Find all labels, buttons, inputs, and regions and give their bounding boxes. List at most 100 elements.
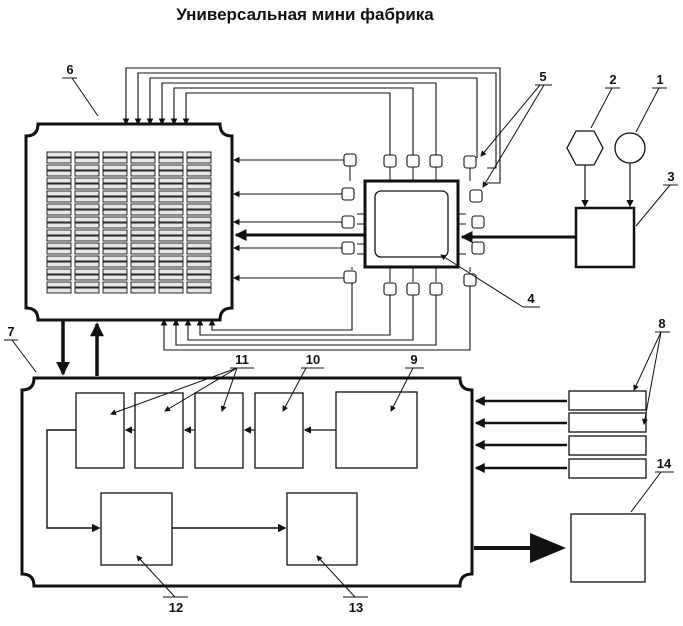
storage-cell [102, 222, 128, 229]
storage-cell [102, 229, 128, 236]
small-module [341, 215, 355, 229]
input-blocks-8 [474, 390, 647, 479]
storage-cell [158, 248, 184, 255]
storage-cell [102, 157, 128, 164]
storage-cell [74, 242, 100, 249]
storage-cell [130, 268, 156, 275]
storage-cell [46, 274, 72, 281]
process-block-9 [335, 391, 418, 469]
storage-cell [158, 268, 184, 275]
bottom-feedback-bus [160, 280, 471, 351]
process-block-13 [286, 492, 358, 566]
storage-cell [130, 190, 156, 197]
storage-cell [74, 157, 100, 164]
small-module [341, 187, 355, 201]
small-module [471, 241, 485, 255]
storage-cell [46, 177, 72, 184]
storage-cell [102, 177, 128, 184]
output-block-14 [570, 513, 646, 583]
storage-cell [186, 196, 212, 203]
small-module [471, 215, 485, 229]
small-module [406, 282, 420, 296]
storage-cell [74, 248, 100, 255]
central-unit-contacts [357, 213, 466, 255]
storage-cell [186, 248, 212, 255]
storage-cell [74, 151, 100, 158]
storage-cell [130, 281, 156, 288]
small-module [463, 155, 477, 169]
process-block-11c [194, 392, 244, 469]
storage-cell [186, 287, 212, 294]
storage-cell [74, 268, 100, 275]
output-arrow-head [530, 533, 566, 563]
storage-cell [130, 177, 156, 184]
storage-cell [186, 216, 212, 223]
storage-cell [186, 268, 212, 275]
storage-cell [130, 209, 156, 216]
callout-13: 13 [349, 600, 363, 615]
storage-cell [158, 229, 184, 236]
callout-7: 7 [7, 324, 14, 339]
storage-cell [130, 229, 156, 236]
storage-cell [186, 229, 212, 236]
storage-cell [102, 242, 128, 249]
small-modules-group [341, 153, 485, 296]
process-block-10 [254, 392, 304, 469]
callout-5: 5 [539, 69, 546, 84]
circle-input-icon [614, 132, 646, 164]
storage-cell [74, 164, 100, 171]
storage-cell [130, 183, 156, 190]
input-bar-2 [568, 412, 647, 433]
storage-cell [46, 164, 72, 171]
storage-cell [102, 287, 128, 294]
central-unit-inner [374, 190, 449, 258]
storage-cell [102, 255, 128, 262]
storage-cell [74, 274, 100, 281]
storage-cell [130, 170, 156, 177]
storage-cell [158, 183, 184, 190]
module-links [349, 166, 471, 282]
storage-cell [186, 281, 212, 288]
storage-cell [130, 222, 156, 229]
storage-cell [46, 209, 72, 216]
callout-3: 3 [667, 169, 674, 184]
small-module [429, 154, 443, 168]
storage-cell [74, 255, 100, 262]
storage-cell [158, 222, 184, 229]
diagram-title: Универсальная мини фабрика [176, 5, 434, 24]
storage-cell [130, 242, 156, 249]
storage-cell [130, 274, 156, 281]
input-bar-3 [568, 435, 647, 456]
callout-4: 4 [527, 291, 535, 306]
storage-cell [130, 203, 156, 210]
storage-cell [186, 164, 212, 171]
storage-cell [46, 157, 72, 164]
storage-cells-grid [46, 151, 212, 294]
storage-cell [186, 274, 212, 281]
storage-cell [158, 287, 184, 294]
storage-cell [158, 164, 184, 171]
storage-cell [74, 261, 100, 268]
storage-cell [130, 164, 156, 171]
storage-cell [74, 177, 100, 184]
small-module [469, 189, 483, 203]
storage-cell [46, 287, 72, 294]
storage-cell [46, 203, 72, 210]
storage-cell [46, 242, 72, 249]
small-module [429, 282, 443, 296]
callout-11: 11 [235, 352, 249, 367]
storage-cell [130, 157, 156, 164]
storage-cell [74, 196, 100, 203]
storage-cell [158, 157, 184, 164]
storage-cell [102, 274, 128, 281]
storage-cell [46, 151, 72, 158]
storage-cell [158, 216, 184, 223]
storage-cell [74, 203, 100, 210]
storage-cell [102, 261, 128, 268]
storage-cell [158, 196, 184, 203]
storage-cell [158, 255, 184, 262]
storage-cell [130, 248, 156, 255]
input-bar-1 [568, 390, 647, 411]
storage-cell [130, 235, 156, 242]
